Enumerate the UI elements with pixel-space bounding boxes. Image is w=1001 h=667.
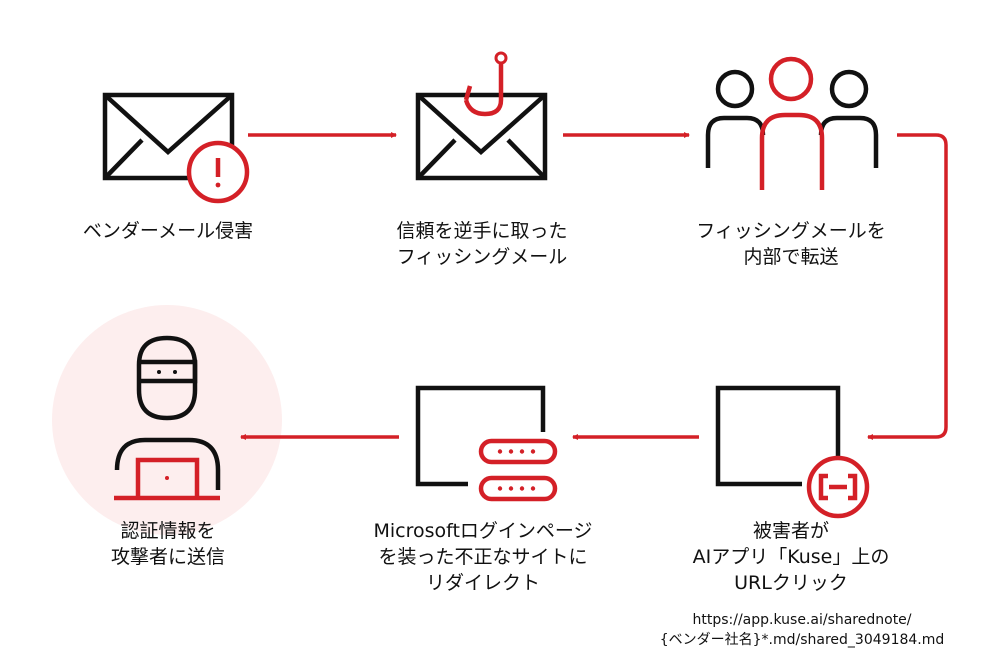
window-server-icon (415, 385, 558, 502)
label-line: 被害者が (752, 520, 829, 542)
step-label-redirect: Microsoftログインページ を装った不正なサイトに リダイレクト (352, 518, 614, 596)
url-line: {ベンダー社名}*.md/shared_3049184.md (659, 632, 945, 648)
envelope-alert-icon (102, 92, 250, 204)
label-line: URLクリック (734, 572, 848, 594)
people-group-icon (705, 56, 879, 190)
label-line: を装った不正なサイトに (378, 546, 588, 568)
arrow-step3-to-step4 (867, 133, 948, 440)
step-label-vendor-email-compromise: ベンダーメール侵害 (50, 218, 286, 244)
step-label-victim-click: 被害者が AIアプリ「Kuse」上の URLクリック (670, 518, 912, 596)
label-line: 内部で転送 (743, 246, 839, 268)
step-label-internal-forward: フィッシングメールを 内部で転送 (670, 218, 912, 270)
label-line: ベンダーメール侵害 (82, 220, 254, 242)
label-line: フィッシングメールを (696, 220, 886, 242)
window-link-icon (715, 385, 870, 519)
label-line: Microsoftログインページ (373, 520, 593, 542)
flow-arrows (240, 132, 948, 440)
step-label-trusted-phishing: 信頼を逆手に取った フィッシングメール (370, 218, 594, 270)
hacker-laptop-icon (114, 335, 221, 501)
label-line: フィッシングメール (396, 246, 568, 268)
label-line: 攻撃者に送信 (110, 546, 225, 568)
malicious-url-note: https://app.kuse.ai/sharednote/ {ベンダー社名}… (610, 610, 994, 650)
label-line: AIアプリ「Kuse」上の (692, 546, 890, 568)
step-label-credentials-sent: 認証情報を 攻撃者に送信 (70, 518, 266, 570)
url-line: https://app.kuse.ai/sharednote/ (692, 612, 912, 628)
label-line: 認証情報を (120, 520, 216, 542)
envelope-hook-icon (415, 51, 548, 181)
label-line: 信頼を逆手に取った (396, 220, 568, 242)
label-line: リダイレクト (425, 572, 540, 594)
